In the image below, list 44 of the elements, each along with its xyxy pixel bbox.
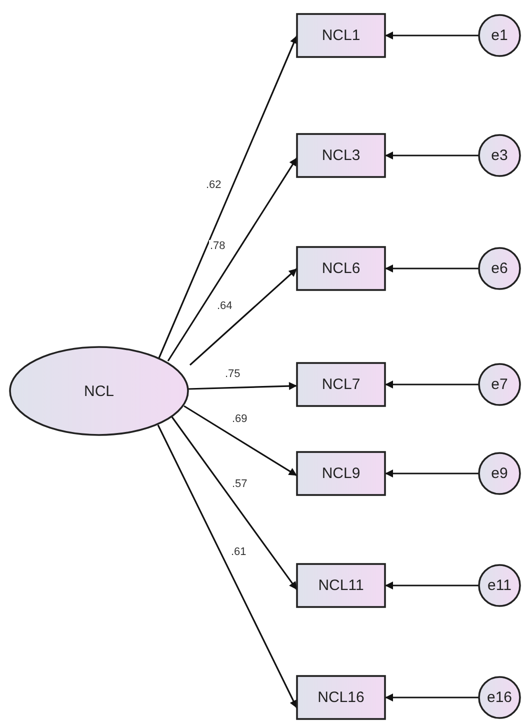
variable-label: NCL1 <box>322 27 360 44</box>
arrow <box>385 582 479 590</box>
error-term-circle <box>478 14 521 57</box>
variable-label: NCL9 <box>322 465 360 482</box>
error-term-circle <box>478 564 521 607</box>
arrow <box>385 264 479 272</box>
arrow <box>184 405 298 476</box>
arrow <box>385 470 479 478</box>
arrow <box>158 35 298 358</box>
error-term-circle <box>478 134 521 177</box>
observed-variable-box <box>296 362 386 407</box>
arrow <box>385 32 479 40</box>
error-term-circle <box>478 676 521 719</box>
variable-label: e7 <box>491 376 508 393</box>
variable-label: e9 <box>491 465 508 482</box>
error-term-circle <box>478 452 521 495</box>
observed-variable-box <box>296 246 386 291</box>
arrow <box>385 152 479 160</box>
arrow <box>167 157 298 362</box>
variable-label: e11 <box>488 577 512 594</box>
arrow <box>385 380 479 388</box>
arrow <box>157 424 298 709</box>
variable-label: NCL11 <box>318 577 364 594</box>
latent-variable-ellipse <box>9 346 189 436</box>
observed-variable-box <box>296 13 386 58</box>
variable-label: NCL3 <box>322 147 360 164</box>
observed-variable-box <box>296 675 386 720</box>
arrow <box>189 268 298 366</box>
variable-label: NCL16 <box>318 689 364 706</box>
observed-variable-box <box>296 133 386 178</box>
variable-label: e3 <box>491 147 508 164</box>
variable-label: NCL7 <box>322 376 360 393</box>
arrow <box>385 694 479 702</box>
arrow <box>171 416 298 590</box>
variable-label: NCL <box>84 382 114 400</box>
arrow <box>188 382 298 390</box>
observed-variable-box <box>296 563 386 608</box>
variable-label: e16 <box>486 689 512 706</box>
error-term-circle <box>478 363 521 406</box>
variable-label: e6 <box>491 260 508 277</box>
observed-variable-box <box>296 451 386 496</box>
variable-label: NCL6 <box>322 260 360 277</box>
variable-label: e1 <box>491 27 508 44</box>
error-term-circle <box>478 247 521 290</box>
